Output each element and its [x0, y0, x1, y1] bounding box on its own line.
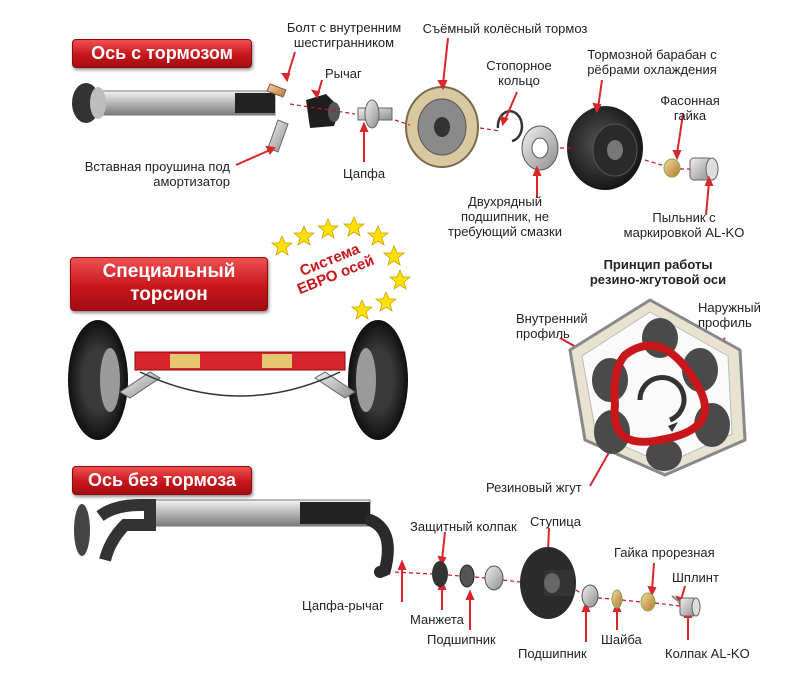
- label-slotted-nut: Гайка прорезная: [614, 545, 715, 560]
- alko-cap-part: [679, 597, 701, 617]
- label-stub: Цапфа: [343, 166, 386, 181]
- torsion-beam: [134, 351, 346, 371]
- dust-cap-part: [689, 157, 719, 181]
- axle-tube: [72, 83, 276, 123]
- label-cotter-pin: Шплинт: [672, 570, 719, 585]
- brake-axle-group: [72, 83, 719, 190]
- shaped-nut-part: [663, 158, 681, 178]
- label-protective-cover: Защитный колпак: [410, 519, 517, 534]
- label-dust-cap: Пыльник с маркировкой AL-KO: [623, 210, 745, 240]
- label-bearing: Двухрядный подшипник, не требующий смазк…: [448, 194, 562, 239]
- washer-part: [611, 589, 623, 609]
- brake-drum-part: [567, 106, 643, 190]
- bolt-part: [266, 83, 287, 98]
- section-title-torsion: Специальный торсион: [70, 257, 268, 311]
- label-retaining-ring: Стопорное кольцо: [486, 58, 552, 88]
- lever-part: [306, 94, 340, 128]
- bearing-part-2: [581, 584, 599, 608]
- nobrake-axle-group: [74, 499, 701, 619]
- rubber-torsion-diagram: [568, 298, 747, 477]
- bearing-part-1: [484, 565, 504, 591]
- label-stub-lever: Цапфа-рычаг: [302, 598, 384, 613]
- label-drum-brake: Съёмный колёсный тормоз: [422, 21, 588, 36]
- retaining-ring-part: [496, 109, 524, 143]
- nobrake-assembly-line: [394, 571, 681, 607]
- section-title-brake-axle: Ось с тормозом: [72, 39, 252, 68]
- torsion-axle-group: [68, 320, 408, 440]
- label-outer-profile: Наружный профиль: [698, 300, 761, 330]
- drum-brake-part: [405, 86, 479, 168]
- label-rubber-cord: Резиновый жгут: [486, 480, 582, 495]
- stub-lever-part: [364, 514, 394, 578]
- label-alko-cap: Колпак AL-KO: [665, 646, 750, 661]
- label-shock-eye: Вставная проушина под амортизатор: [84, 159, 230, 189]
- label-hub: Ступица: [530, 514, 581, 529]
- star-ring: [270, 215, 412, 320]
- label-bearing-1: Подшипник: [427, 632, 496, 647]
- principle-title: Принцип работы резино-жгутовой оси: [589, 257, 727, 287]
- label-bolt: Болт с внутренним шестигранником: [286, 20, 402, 50]
- shock-eye-part: [267, 119, 289, 153]
- slotted-nut-part: [640, 592, 656, 612]
- label-cuff: Манжета: [410, 612, 464, 627]
- hub-part: [520, 547, 576, 619]
- label-shaped-nut: Фасонная гайка: [660, 93, 720, 123]
- assembly-line: [289, 103, 690, 170]
- stub-part: [357, 99, 393, 129]
- cuff-part: [459, 564, 475, 588]
- inner-profile: [610, 341, 709, 446]
- label-lever: Рычаг: [325, 66, 362, 81]
- label-washer: Шайба: [601, 632, 642, 647]
- label-brake-drum: Тормозной барабан с рёбрами охлаждения: [587, 47, 717, 77]
- bearing-part: [521, 125, 559, 171]
- label-bearing-2: Подшипник: [518, 646, 587, 661]
- section-title-no-brake-axle: Ось без тормоза: [72, 466, 252, 495]
- protective-cover-part: [432, 561, 448, 587]
- label-inner-profile: Внутренний профиль: [516, 311, 588, 341]
